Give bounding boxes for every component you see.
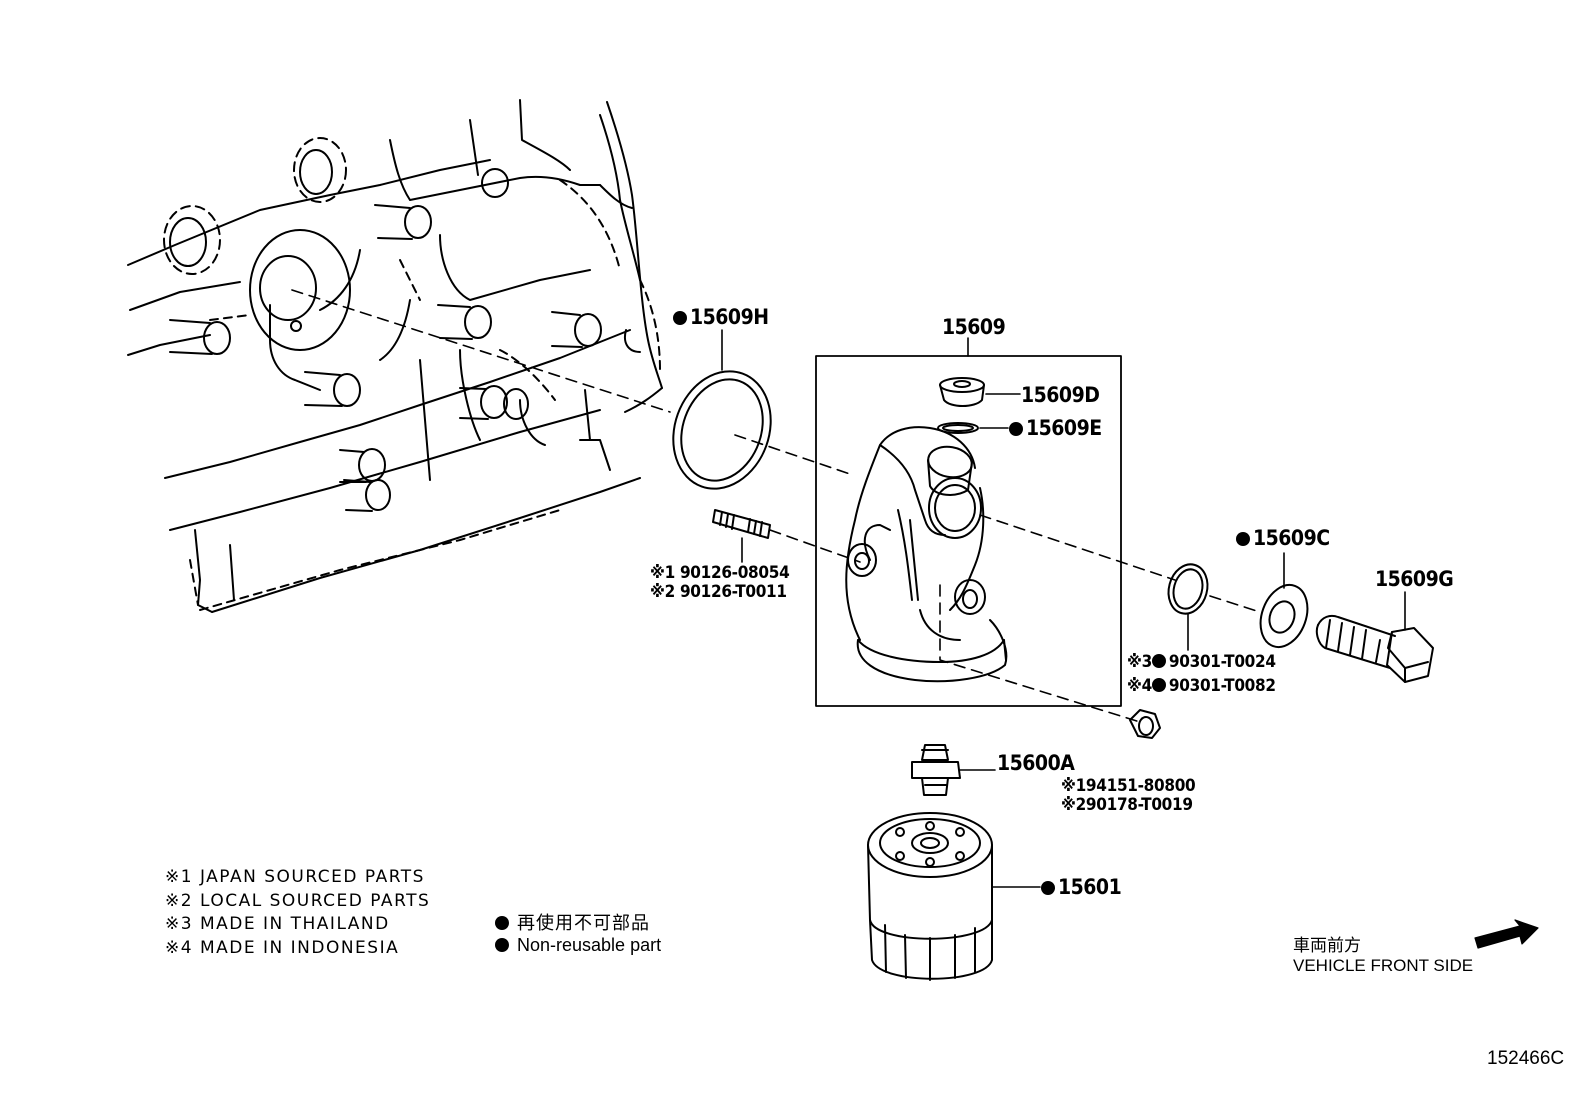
union-bolt-15609g <box>1315 591 1434 683</box>
union-15600a <box>911 744 996 796</box>
non-reusable-dot-icon <box>1151 678 1166 692</box>
label-nut-2: ※290178-T0019 <box>1061 795 1193 815</box>
plug-15609d <box>939 377 1021 407</box>
o-ring-15609h <box>672 329 772 490</box>
diagram-id: 152466C <box>1487 1048 1565 1069</box>
non-reusable-dot-icon <box>1041 881 1055 895</box>
legend-item: ※1 JAPAN SOURCED PARTS <box>165 867 425 887</box>
non-reusable-dot-icon <box>495 916 509 930</box>
non-reusable-dot-icon <box>1236 532 1250 546</box>
legend-nonreusable-jp: 再使用不可部品 <box>495 909 650 935</box>
label-15609h: 15609H <box>673 306 769 328</box>
washer-15609e <box>937 422 1009 434</box>
oil-filter-bracket-body <box>845 426 1008 683</box>
nut-94151 <box>1129 709 1161 739</box>
stud-bolt <box>712 509 771 563</box>
legend-item: ※3 MADE IN THAILAND <box>165 914 390 934</box>
label-15601: 15601 <box>1041 876 1122 898</box>
legend-item: ※4 MADE IN INDONESIA <box>165 937 400 958</box>
label-15600a: 15600A <box>997 751 1075 775</box>
direction-label-en: VEHICLE FRONT SIDE <box>1293 956 1474 975</box>
label-15609c: 15609C <box>1236 527 1330 549</box>
label-stud-2: ※2 90126-T0011 <box>650 582 787 602</box>
gasket-90301 <box>1167 563 1209 651</box>
label-nut-1: ※194151-80800 <box>1061 776 1196 796</box>
legend-item: ※2 LOCAL SOURCED PARTS <box>165 890 431 911</box>
label-15609e: 15609E <box>1009 417 1102 439</box>
label-stud-1: ※1 90126-08054 <box>650 563 790 583</box>
non-reusable-dot-icon <box>495 938 509 952</box>
non-reusable-dot-icon <box>673 311 687 325</box>
oil-filter-15601 <box>867 812 1041 981</box>
non-reusable-dot-icon <box>1009 422 1023 436</box>
legend-sourcing: ※1 JAPAN SOURCED PARTS ※2 LOCAL SOURCED … <box>165 866 430 960</box>
legend-nonreusable-en: Non-reusable part <box>495 935 661 956</box>
assembly-centerlines <box>291 289 1261 723</box>
front-arrow-icon <box>1474 919 1539 949</box>
label-15609g: 15609G <box>1375 567 1454 591</box>
oil-filter-bracket-box <box>815 337 1122 707</box>
washer-15609c <box>1259 552 1309 648</box>
non-reusable-dot-icon <box>1151 654 1166 668</box>
label-15609: 15609 <box>942 315 1006 339</box>
engine-block <box>127 99 663 613</box>
label-15609d: 15609D <box>1021 383 1100 407</box>
direction-label-jp: 車両前方 <box>1293 936 1361 955</box>
